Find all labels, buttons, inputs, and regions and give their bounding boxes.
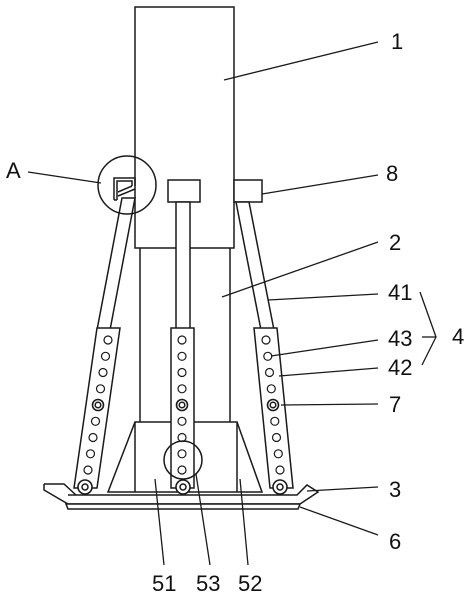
adjustment-hole	[264, 352, 272, 360]
locking-pin-core	[270, 402, 276, 408]
center-foot-pivot-inner	[180, 484, 186, 490]
label-42: 42	[388, 355, 412, 380]
locking-pin-core	[95, 402, 101, 408]
right-tube-holes	[262, 336, 284, 474]
center-hinge-block	[168, 180, 200, 202]
adjustment-hole	[178, 369, 186, 377]
bottom-sheet	[66, 504, 300, 509]
locking-pin	[93, 400, 104, 411]
right-hinge-block	[234, 180, 262, 202]
adjustment-hole	[92, 417, 100, 425]
adjustment-hole	[178, 417, 186, 425]
lower-column	[140, 248, 230, 422]
part-53-circle	[164, 441, 202, 479]
right-foot-pivot-inner	[277, 484, 283, 490]
label-6: 6	[389, 529, 401, 554]
center-upper-leg	[176, 202, 190, 330]
adjustment-hole	[178, 466, 186, 474]
locking-pin	[268, 400, 279, 411]
adjustment-hole	[266, 369, 274, 377]
label-41: 41	[388, 280, 412, 305]
locking-pin	[177, 400, 188, 411]
label-2: 2	[389, 230, 401, 255]
center-foot-pivot	[176, 480, 190, 494]
adjustment-hole	[97, 385, 105, 393]
adjustment-hole	[274, 450, 282, 458]
adjustment-hole	[89, 434, 97, 442]
left-upper-leg	[97, 198, 135, 330]
left-tube-holes	[84, 336, 112, 474]
left-foot-pivot-inner	[82, 484, 88, 490]
label-1: 1	[391, 29, 403, 54]
label-53: 53	[196, 571, 220, 596]
adjustment-hole	[102, 352, 110, 360]
adjustment-hole	[276, 466, 284, 474]
adjustment-hole	[87, 450, 95, 458]
adjustment-hole	[273, 434, 281, 442]
label-43: 43	[388, 326, 412, 351]
adjustment-hole	[178, 385, 186, 393]
leader-lines	[28, 42, 436, 565]
center-tube-holes	[177, 336, 188, 474]
adjustment-hole	[262, 336, 270, 344]
label-A: A	[6, 158, 21, 183]
label-7: 7	[389, 392, 401, 417]
label-3: 3	[389, 477, 401, 502]
left-foot-pivot	[78, 480, 92, 494]
right-upper-leg	[236, 202, 274, 330]
label-8: 8	[386, 161, 398, 186]
detail-a-bracket	[114, 178, 135, 200]
adjustment-hole	[178, 352, 186, 360]
label-4: 4	[452, 324, 464, 349]
right-foot-pivot	[273, 480, 287, 494]
base-plate	[44, 484, 318, 504]
adjustment-hole	[99, 369, 107, 377]
adjustment-hole	[178, 450, 186, 458]
adjustment-hole	[178, 336, 186, 344]
adjustment-hole	[104, 336, 112, 344]
detail-a-circle	[98, 156, 156, 214]
adjustment-hole	[271, 417, 279, 425]
adjustment-hole	[267, 385, 275, 393]
adjustment-hole	[84, 466, 92, 474]
label-52: 52	[238, 571, 262, 596]
label-51: 51	[152, 571, 176, 596]
locking-pin-core	[179, 402, 185, 408]
